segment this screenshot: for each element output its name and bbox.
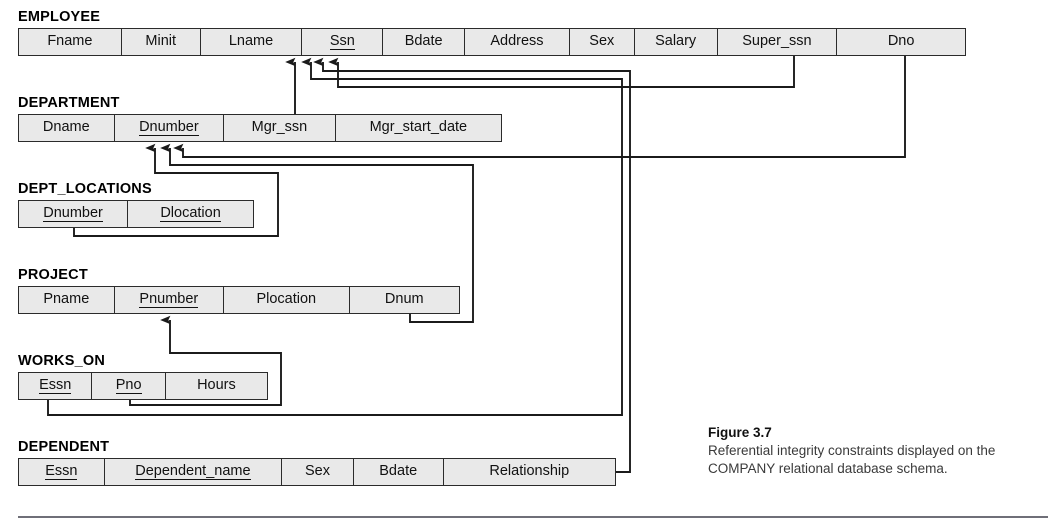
attribute-row: Essn Dependent_name Sex Bdate Relationship xyxy=(18,458,616,486)
attribute-label: Dnumber xyxy=(139,118,199,137)
attribute-dname[interactable]: Dname xyxy=(19,115,115,141)
attribute-dnumber[interactable]: Dnumber xyxy=(114,115,225,141)
attribute-label: Dnumber xyxy=(43,204,103,223)
attribute-dependent_name[interactable]: Dependent_name xyxy=(104,459,283,485)
relation-name-employee: EMPLOYEE xyxy=(18,9,101,25)
fk-link-employee-super-ssn-to-employee-ssn xyxy=(328,56,795,88)
attribute-lname[interactable]: Lname xyxy=(200,29,303,55)
attribute-label: Pno xyxy=(115,376,142,395)
figure-caption: Figure 3.7 Referential integrity constra… xyxy=(708,424,1038,477)
attribute-salary[interactable]: Salary xyxy=(634,29,718,55)
footer-divider xyxy=(18,516,1048,518)
attribute-label: Pname xyxy=(43,291,90,308)
attribute-label: Hours xyxy=(197,377,236,394)
attribute-label: Plocation xyxy=(256,291,317,308)
attribute-sex[interactable]: Sex xyxy=(282,459,354,485)
attribute-row: Dnumber Dlocation xyxy=(18,200,254,228)
attribute-essn[interactable]: Essn xyxy=(19,373,93,399)
attribute-pnumber[interactable]: Pnumber xyxy=(114,287,225,313)
attribute-label: Sex xyxy=(304,463,330,480)
attribute-plocation[interactable]: Plocation xyxy=(224,287,350,313)
attribute-label: Lname xyxy=(228,33,274,50)
figure-label: Figure 3.7 xyxy=(708,425,772,440)
relation-name-dept_locations: DEPT_LOCATIONS xyxy=(18,181,152,197)
attribute-label: Salary xyxy=(655,33,697,50)
relation-name-dependent: DEPENDENT xyxy=(18,439,110,455)
attribute-label: Dlocation xyxy=(160,204,221,223)
attribute-mgr_ssn[interactable]: Mgr_ssn xyxy=(224,115,336,141)
attribute-relationship[interactable]: Relationship xyxy=(443,459,615,485)
attribute-mgr_start_date[interactable]: Mgr_start_date xyxy=(335,115,501,141)
attribute-pno[interactable]: Pno xyxy=(92,373,166,399)
attribute-label: Bdate xyxy=(379,463,418,480)
attribute-row: Pname Pnumber Plocation Dnum xyxy=(18,286,460,314)
attribute-bdate[interactable]: Bdate xyxy=(383,29,466,55)
attribute-label: Pnumber xyxy=(139,290,199,309)
attribute-dno[interactable]: Dno xyxy=(837,29,965,55)
attribute-super_ssn[interactable]: Super_ssn xyxy=(717,29,838,55)
relation-name-department: DEPARTMENT xyxy=(18,95,120,111)
attribute-label: Super_ssn xyxy=(742,33,812,50)
attribute-minit[interactable]: Minit xyxy=(121,29,201,55)
attribute-label: Sex xyxy=(589,33,615,50)
attribute-label: Bdate xyxy=(404,33,443,50)
attribute-essn[interactable]: Essn xyxy=(19,459,105,485)
attribute-address[interactable]: Address xyxy=(465,29,570,55)
relation-name-project: PROJECT xyxy=(18,267,88,283)
attribute-label: Ssn xyxy=(329,32,355,51)
attribute-label: Essn xyxy=(39,376,72,395)
attribute-dlocation[interactable]: Dlocation xyxy=(128,201,253,227)
attribute-label: Dname xyxy=(42,119,90,136)
attribute-label: Dnum xyxy=(384,291,424,308)
attribute-label: Mgr_start_date xyxy=(369,119,468,136)
relation-name-works_on: WORKS_ON xyxy=(18,353,105,369)
attribute-pname[interactable]: Pname xyxy=(19,287,115,313)
attribute-label: Address xyxy=(490,33,544,50)
attribute-label: Relationship xyxy=(489,463,570,480)
attribute-row: Fname Minit Lname Ssn Bdate Address Sex Salary S… xyxy=(18,28,966,56)
attribute-label: Essn xyxy=(45,462,78,481)
attribute-ssn[interactable]: Ssn xyxy=(302,29,384,55)
attribute-hours[interactable]: Hours xyxy=(165,373,267,399)
attribute-bdate[interactable]: Bdate xyxy=(353,459,444,485)
attribute-label: Mgr_ssn xyxy=(251,119,308,136)
attribute-label: Dependent_name xyxy=(135,462,251,481)
attribute-dnumber[interactable]: Dnumber xyxy=(19,201,129,227)
attribute-label: Dno xyxy=(887,33,915,50)
attribute-sex[interactable]: Sex xyxy=(569,29,635,55)
attribute-fname[interactable]: Fname xyxy=(19,29,122,55)
attribute-label: Minit xyxy=(145,33,177,50)
figure-caption-text: Referential integrity constraints displa… xyxy=(708,443,996,476)
attribute-row: Essn Pno Hours xyxy=(18,372,268,400)
attribute-dnum[interactable]: Dnum xyxy=(349,287,459,313)
attribute-label: Fname xyxy=(47,33,93,50)
attribute-row: Dname Dnumber Mgr_ssn Mgr_start_date xyxy=(18,114,502,142)
